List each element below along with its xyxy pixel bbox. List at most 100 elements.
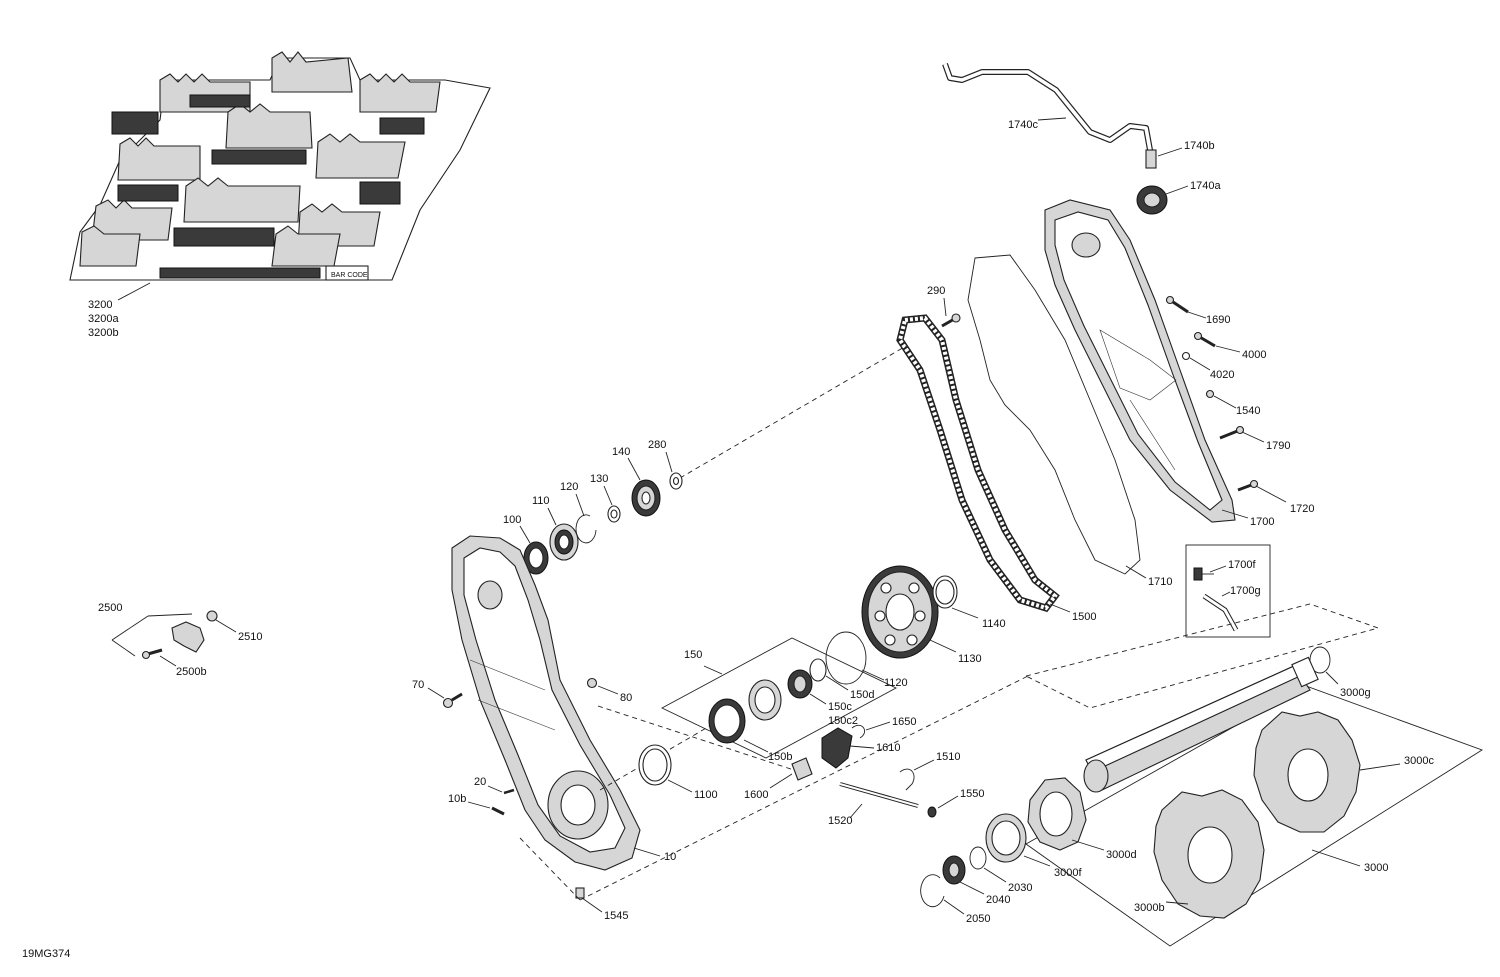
bar-code-box: [325, 265, 369, 281]
bolt-1540: [1205, 389, 1215, 399]
label-1700f: 1700f: [1228, 559, 1256, 571]
label-4000: 4000: [1242, 349, 1266, 361]
label-1700g: 1700g: [1230, 585, 1261, 597]
circlip-2050: [920, 874, 945, 908]
label-1540: 1540: [1236, 405, 1260, 417]
clip-1650: [851, 724, 865, 739]
label-150d: 150d: [850, 689, 874, 701]
bar-code-text: BAR CODE: [331, 272, 368, 279]
tensioner-1610: [821, 727, 853, 769]
label-1740b: 1740b: [1184, 140, 1215, 152]
label-3000b: 3000b: [1134, 902, 1165, 914]
label-80: 80: [620, 692, 632, 704]
label-2030: 2030: [1008, 882, 1032, 894]
label-2500: 2500: [98, 602, 122, 614]
label-150c2: 150c2: [828, 715, 858, 727]
chaincase-cover-1700: [1044, 199, 1236, 523]
label-4020: 4020: [1210, 369, 1234, 381]
label-100: 100: [503, 514, 521, 526]
bracket-2500: [171, 621, 205, 653]
label-2500b: 2500b: [176, 666, 207, 678]
drive-axle-3000: [1083, 656, 1319, 793]
label-1700: 1700: [1250, 516, 1274, 528]
label-1710: 1710: [1148, 576, 1172, 588]
ring-2030: [969, 846, 987, 870]
spacer-130: [607, 505, 621, 523]
label-1740a: 1740a: [1190, 180, 1221, 192]
frame-3000-dashed: [1024, 603, 1380, 709]
fitting-1740b: [1145, 149, 1157, 169]
label-1100: 1100: [694, 789, 718, 801]
label-10: 10: [664, 851, 676, 863]
sprocket-1130: [861, 565, 939, 659]
track-3200: BAR CODE: [69, 51, 491, 281]
gear-150c2: [787, 669, 813, 699]
hose-1700g: [1202, 593, 1239, 632]
label-280: 280: [648, 439, 666, 451]
label-3000: 3000: [1364, 862, 1388, 874]
sprocket-3000c: [1253, 711, 1361, 833]
bolt-1690: [1165, 295, 1189, 314]
label-1500: 1500: [1072, 611, 1096, 623]
cotter-pin-1510: [899, 768, 915, 791]
label-1545: 1545: [604, 910, 628, 922]
nut-2510: [206, 610, 218, 622]
label-3000g: 3000g: [1340, 687, 1371, 699]
label-1600: 1600: [744, 789, 768, 801]
label-1650: 1650: [892, 716, 916, 728]
label-150b: 150b: [768, 751, 792, 763]
diagram-code: 19MG374: [22, 948, 70, 960]
washer-280: [669, 472, 683, 490]
label-1130: 1130: [958, 653, 982, 665]
label-290: 290: [927, 285, 945, 297]
label-110: 110: [532, 495, 550, 507]
label-150: 150: [684, 649, 702, 661]
label-1610: 1610: [876, 742, 900, 754]
label-3000f: 3000f: [1054, 867, 1082, 879]
label-20: 20: [474, 776, 486, 788]
bolt-290: [941, 313, 961, 328]
chain-1500: [896, 314, 1060, 613]
label-130: 130: [590, 473, 608, 485]
breather-tube-1740c: [942, 62, 1153, 151]
bolt-4000: [1193, 331, 1216, 348]
sprocket-3000b: [1153, 789, 1265, 919]
label-3000c: 3000c: [1404, 755, 1434, 767]
sprocket-140: [631, 479, 661, 517]
label-1510: 1510: [936, 751, 960, 763]
bolt-70: [442, 692, 463, 709]
bolt-1790: [1219, 425, 1245, 440]
label-3200a: 3200a: [88, 313, 119, 325]
adjuster-block-1600: [791, 757, 813, 781]
label-1520: 1520: [828, 815, 852, 827]
chaincase-10: [451, 535, 641, 871]
label-3200b: 3200b: [88, 327, 119, 339]
pin-10b: [491, 806, 505, 816]
label-3000d: 3000d: [1106, 849, 1137, 861]
label-140: 140: [612, 446, 630, 458]
adjuster-rod-1520: [839, 782, 919, 808]
clip-1700f: [1193, 567, 1214, 581]
gear-2040: [942, 855, 966, 885]
ring-150d: [809, 658, 827, 682]
bearing-housing-3000d: [1027, 777, 1087, 851]
bolt-1720: [1237, 479, 1259, 492]
bolt-80: [586, 677, 598, 689]
label-120: 120: [560, 481, 578, 493]
plug-1545: [575, 887, 585, 899]
label-70: 70: [412, 679, 424, 691]
label-2040: 2040: [986, 894, 1010, 906]
label-1140: 1140: [982, 618, 1006, 630]
gasket-1710: [967, 254, 1141, 575]
seal-1100: [638, 744, 672, 786]
frame-3000: [1025, 685, 1484, 947]
label-1550: 1550: [960, 788, 984, 800]
roller-bearing-150c: [748, 679, 782, 721]
screw-20: [503, 788, 515, 795]
label-1740c: 1740c: [1008, 119, 1038, 131]
label-2050: 2050: [966, 913, 990, 925]
bearing-3000f: [985, 813, 1027, 863]
label-1720: 1720: [1290, 503, 1314, 515]
label-1690: 1690: [1206, 314, 1230, 326]
